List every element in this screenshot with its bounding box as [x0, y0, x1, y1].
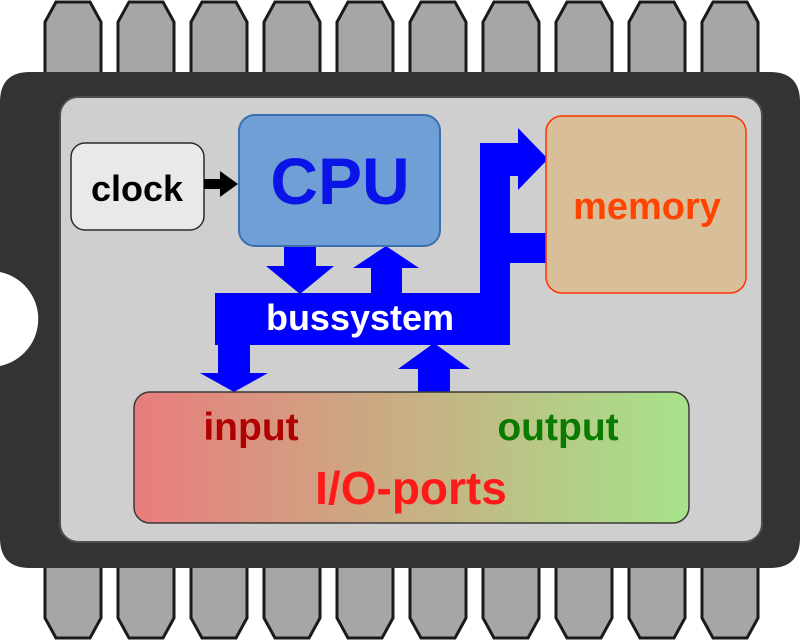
- clock-to-cpu-arrow: [204, 171, 238, 197]
- chip-pin: [189, 558, 249, 640]
- cpu-up-shaft: [371, 266, 402, 295]
- chip-pin: [116, 0, 176, 82]
- bus-upper-arm: [480, 143, 520, 176]
- chip-pin: [408, 558, 468, 640]
- chip-pin: [481, 558, 541, 640]
- memory-return-shaft: [508, 233, 547, 263]
- clock-label: clock: [91, 168, 184, 209]
- arrow-from-memory: [480, 218, 510, 278]
- arrow-output-to-bus: [398, 343, 470, 369]
- top-pins: [43, 0, 760, 82]
- output-label: output: [497, 406, 618, 449]
- chip-pin: [335, 558, 395, 640]
- bottom-pins: [43, 558, 760, 640]
- chip-pin: [262, 558, 322, 640]
- io-ports-label: I/O-ports: [315, 462, 507, 514]
- input-down-shaft: [218, 343, 250, 375]
- bus-bar: [215, 293, 510, 345]
- chip-pin: [408, 0, 468, 82]
- chip-pin: [481, 0, 541, 82]
- chip-pin: [116, 558, 176, 640]
- chip-pin: [627, 0, 687, 82]
- chip-pin: [554, 558, 614, 640]
- chip-pin: [43, 558, 103, 640]
- chip-pin: [627, 558, 687, 640]
- chip-pin: [335, 0, 395, 82]
- chip-pin: [554, 0, 614, 82]
- input-label: input: [203, 406, 298, 449]
- chip-pin: [262, 0, 322, 82]
- cpu-box: [238, 114, 441, 247]
- cpu-down-shaft: [284, 246, 316, 268]
- arrow-to-memory: [518, 128, 548, 190]
- arrow-cpu-to-bus: [266, 266, 334, 294]
- chip-pin: [700, 0, 760, 82]
- output-up-shaft: [418, 367, 450, 393]
- memory-box: [545, 115, 747, 294]
- chip-pin: [700, 558, 760, 640]
- bus-label: bussystem: [266, 297, 454, 338]
- arrow-bus-to-cpu: [353, 246, 419, 268]
- memory-label: memory: [573, 186, 721, 228]
- cpu-label: CPU: [270, 144, 409, 218]
- chip-pin: [189, 0, 249, 82]
- arrow-bus-to-input: [200, 373, 268, 392]
- bus-system: [200, 128, 548, 393]
- chip-pin: [43, 0, 103, 82]
- io-ports-box: [133, 391, 690, 524]
